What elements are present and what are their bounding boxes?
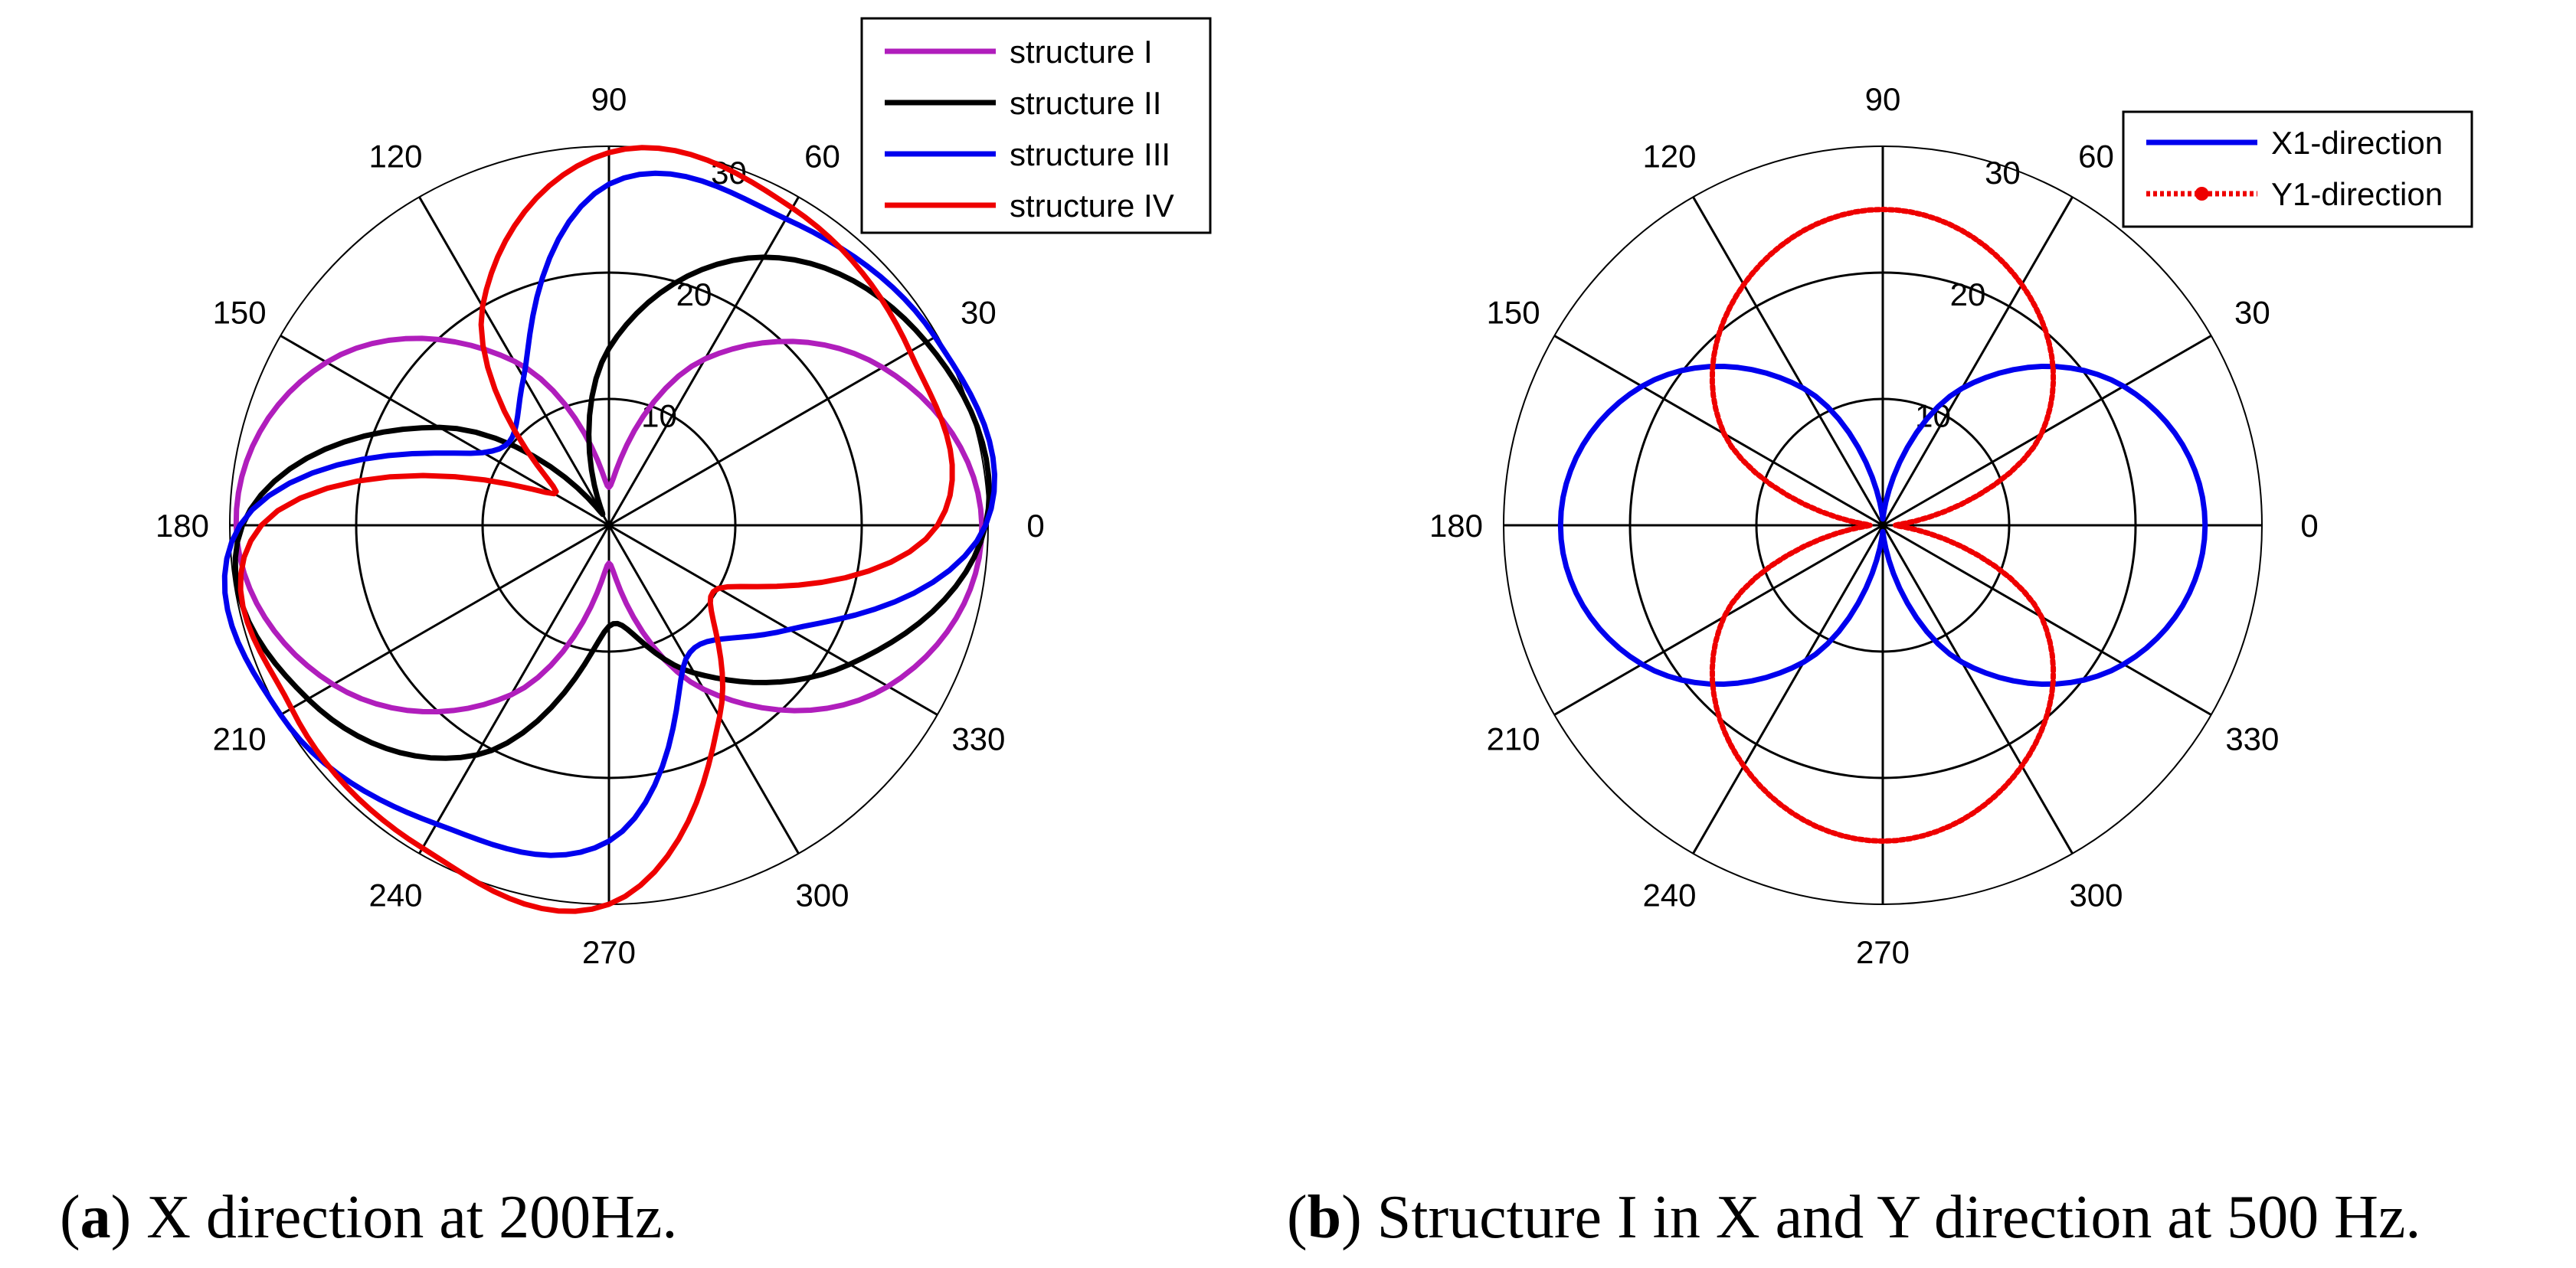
angle-tick-label: 60 [804,139,840,175]
series-line-structure-ii [232,254,992,761]
legend-box [2122,110,2473,228]
legend-box [860,17,1212,234]
angle-tick-label: 270 [1856,934,1910,970]
series-line-structure-iv [237,145,955,914]
angle-tick-label: 0 [1026,508,1044,544]
caption-a-text: ) X direction at 200Hz. [111,1184,678,1251]
angle-tick-label: 330 [2225,721,2279,757]
angle-tick-label: 210 [213,721,267,757]
angle-tick-label: 210 [1487,721,1540,757]
angle-tick-label: 300 [795,877,849,913]
angle-tick-label: 30 [961,295,997,331]
spoke-150 [280,335,938,716]
caption-a: (a) X direction at 200Hz. [60,1184,677,1251]
angle-tick-label: 240 [368,877,422,913]
radial-tick-label: 20 [1950,276,1986,312]
angle-tick-label: 150 [213,295,267,331]
legend-label: structure III [1010,136,1170,172]
radial-tick-label: 30 [1985,155,2021,191]
legend: structure I structure II structure III stru… [860,17,1212,234]
caption-b-letter: b [1308,1184,1342,1251]
angle-tick-label: 0 [2300,508,2318,544]
caption-a-letter: a [80,1184,111,1251]
angle-tick-label: 120 [368,139,422,175]
angle-tick-label: 240 [1642,877,1696,913]
legend-label: structure I [1010,34,1153,70]
polar-chart-b: 0306090120150180210240270300330102030X1-… [1429,81,2473,970]
legend-label: structure II [1010,85,1161,121]
legend-label: structure IV [1010,188,1174,224]
angle-tick-label: 60 [2078,139,2114,175]
angle-tick-label: 270 [582,934,636,970]
angle-tick-label: 150 [1487,295,1540,331]
legend-label: Y1-direction [2271,176,2443,212]
angle-tick-label: 180 [1429,508,1483,544]
angle-tick-label: 300 [2069,877,2123,913]
caption-b: (b) Structure I in X and Y direction at … [1287,1184,2421,1251]
spoke-150 [1553,335,2212,716]
radial-tick-label: 10 [641,397,677,433]
angle-tick-label: 90 [1865,81,1901,117]
angle-tick-label: 30 [2234,295,2270,331]
caption-b-text: ) Structure I in X and Y direction at 50… [1341,1184,2421,1251]
angle-tick-label: 120 [1642,139,1696,175]
polar-chart-a: 0306090120150180210240270300330102030str… [155,17,1212,970]
angle-tick-label: 90 [591,81,627,117]
legend-marker [2195,187,2209,201]
angle-tick-label: 180 [155,508,209,544]
angle-tick-label: 330 [951,721,1005,757]
legend-label: X1-direction [2271,125,2443,161]
